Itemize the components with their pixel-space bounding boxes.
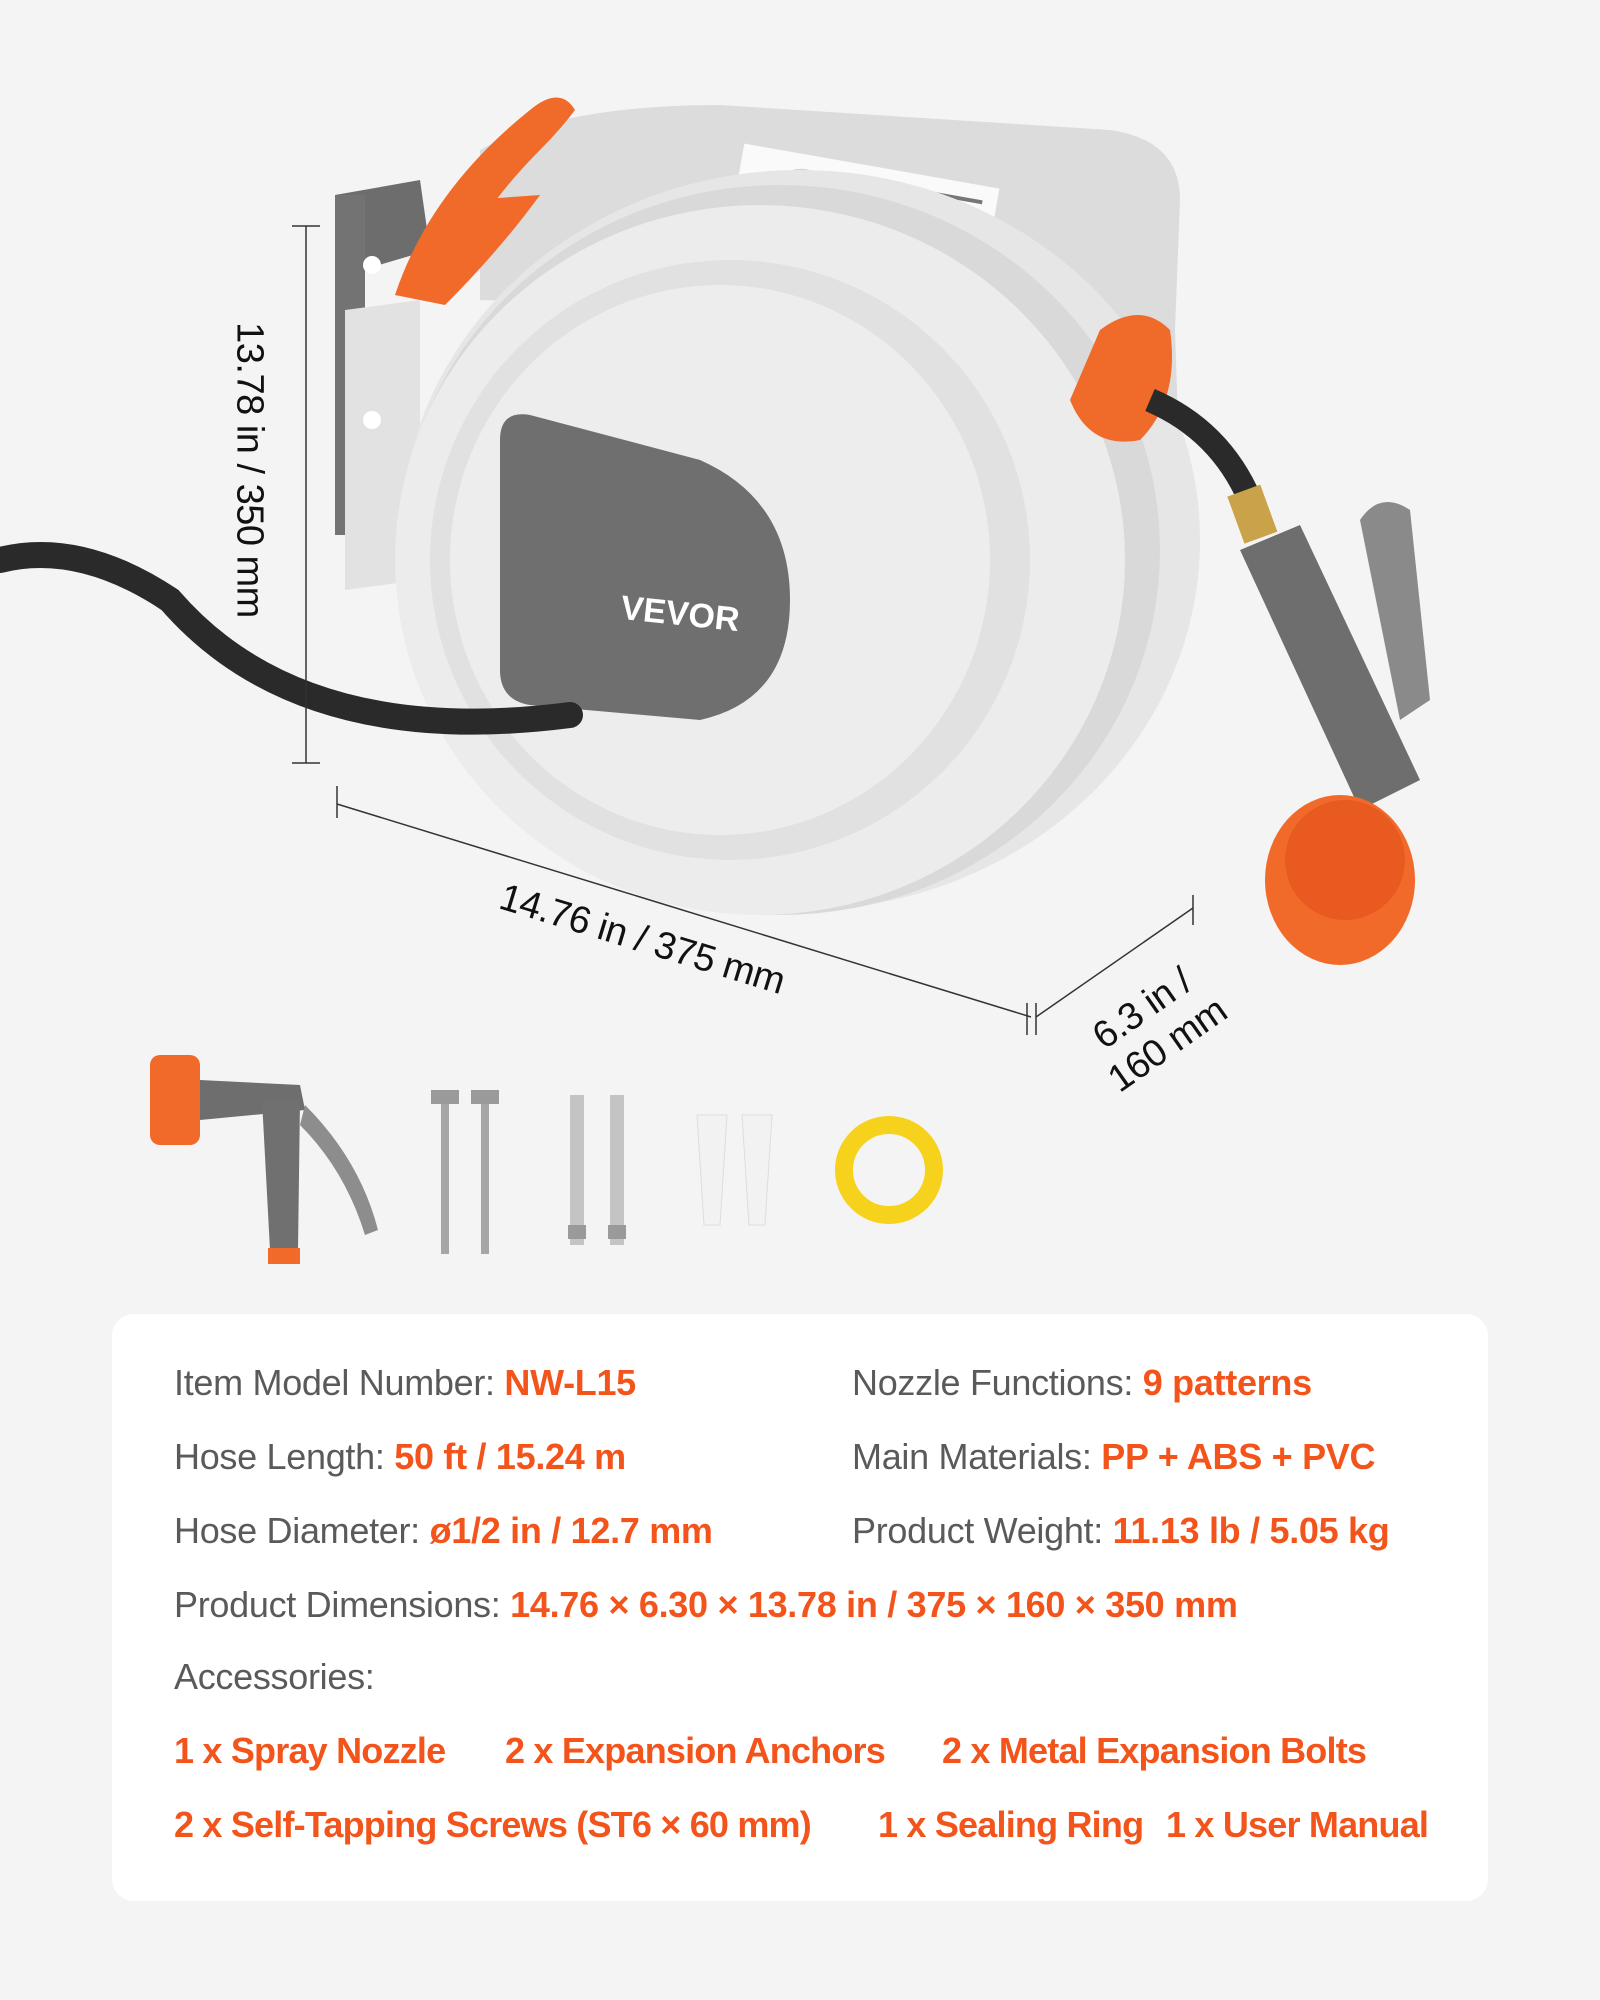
accessory-bolts-image bbox=[568, 1095, 626, 1245]
spec-hose-length: Hose Length: 50 ft / 15.24 m bbox=[174, 1436, 626, 1478]
spec-value: 9 patterns bbox=[1142, 1362, 1312, 1403]
spec-label: Main Materials: bbox=[852, 1436, 1102, 1477]
spec-model: Item Model Number: NW-L15 bbox=[174, 1362, 636, 1404]
hose-reel-product-image: VEVOR bbox=[0, 97, 1430, 1264]
accessory-item: 2 x Self-Tapping Screws (ST6 × 60 mm) bbox=[174, 1804, 812, 1845]
spec-label: Product Dimensions: bbox=[174, 1584, 511, 1625]
spec-value: 14.76 × 6.30 × 13.78 in / 375 × 160 × 35… bbox=[510, 1584, 1238, 1625]
spec-value: 50 ft / 15.24 m bbox=[394, 1436, 626, 1477]
spec-label: Product Weight: bbox=[852, 1510, 1113, 1551]
accessory-screws-image bbox=[431, 1090, 499, 1254]
spec-value: NW-L15 bbox=[504, 1362, 636, 1403]
accessory-item: 2 x Metal Expansion Bolts bbox=[942, 1730, 1367, 1771]
spec-hose-diameter: Hose Diameter: ø1/2 in / 12.7 mm bbox=[174, 1510, 713, 1552]
accessories-heading: Accessories: bbox=[174, 1656, 375, 1698]
accessory-sealing-ring-image bbox=[835, 1116, 943, 1224]
accessory-spray-nozzle-image bbox=[150, 1055, 378, 1264]
spec-label: Item Model Number: bbox=[174, 1362, 505, 1403]
spec-nozzle: Nozzle Functions: 9 patterns bbox=[852, 1362, 1312, 1404]
spec-value: 11.13 lb / 5.05 kg bbox=[1112, 1510, 1390, 1551]
spec-dimensions: Product Dimensions: 14.76 × 6.30 × 13.78… bbox=[174, 1584, 1238, 1626]
height-dimension-label: 13.78 in / 350 mm bbox=[228, 322, 271, 618]
spec-value: ø1/2 in / 12.7 mm bbox=[429, 1510, 713, 1551]
specifications-panel bbox=[112, 1314, 1488, 1901]
outlet-hose bbox=[1145, 388, 1262, 505]
inlet-hose bbox=[0, 542, 583, 735]
accessory-item: 2 x Expansion Anchors bbox=[505, 1730, 886, 1771]
spec-label: Hose Length: bbox=[174, 1436, 395, 1477]
spec-label: Hose Diameter: bbox=[174, 1510, 430, 1551]
dimension-lines bbox=[292, 225, 1194, 1035]
spec-value: PP + ABS + PVC bbox=[1101, 1436, 1376, 1477]
reel-center-panel bbox=[500, 414, 790, 720]
accessory-item: 1 x User Manual bbox=[1166, 1804, 1429, 1845]
spec-label: Accessories: bbox=[174, 1656, 375, 1697]
accessory-item: 1 x Sealing Ring bbox=[878, 1804, 1144, 1845]
spec-label: Nozzle Functions: bbox=[852, 1362, 1143, 1403]
spec-materials: Main Materials: PP + ABS + PVC bbox=[852, 1436, 1376, 1478]
accessory-anchors-image bbox=[696, 1114, 773, 1226]
accessory-item: 1 x Spray Nozzle bbox=[174, 1730, 446, 1771]
spray-nozzle bbox=[1227, 484, 1430, 965]
spec-weight: Product Weight: 11.13 lb / 5.05 kg bbox=[852, 1510, 1390, 1552]
